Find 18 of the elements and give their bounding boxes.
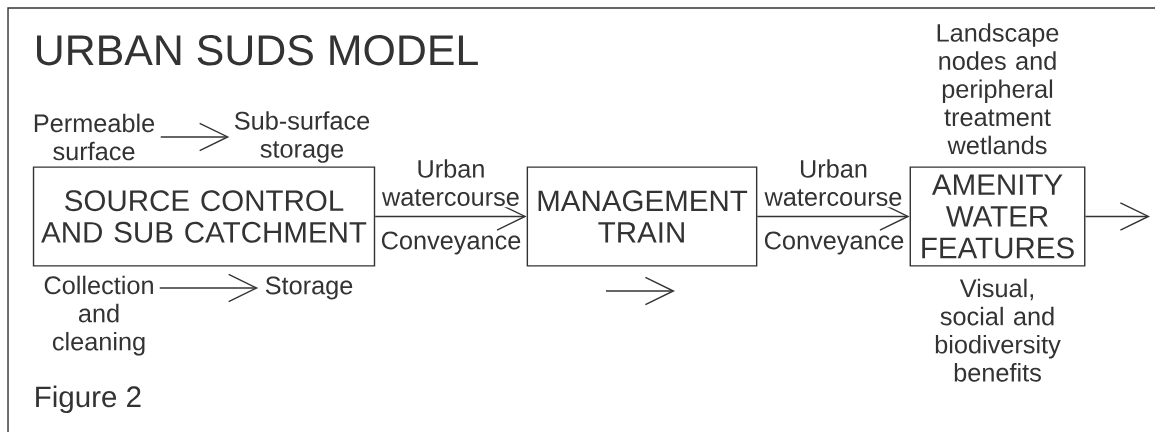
note-text: Landscape nodes and peripheral treatment wetlands <box>937 23 1059 155</box>
arrow <box>159 273 259 303</box>
flow-text: Collection and cleaning <box>44 275 153 356</box>
process-box: SOURCE CONTROL AND SUB CATCHMENT <box>32 166 376 267</box>
line-label: Conveyance <box>381 231 521 255</box>
note-text: Visual, social and biodiversity benefits <box>935 278 1061 382</box>
flow-text: Sub-surface storage <box>234 111 370 163</box>
process-box: AMENITY WATER FEATURES <box>909 166 1086 267</box>
line-label: Conveyance <box>764 231 904 255</box>
process-box: MANAGEMENT TRAIN <box>526 166 758 267</box>
edge-label: Urban watercourse <box>381 159 519 206</box>
arrow <box>1084 202 1150 231</box>
caption: Figure 2 <box>36 385 141 414</box>
flow-text: Permeable surface <box>34 113 155 161</box>
title: URBAN SUDS MODEL <box>37 35 478 66</box>
flow-text: Storage <box>265 276 353 300</box>
arrow <box>160 122 230 152</box>
edge-label: Urban watercourse <box>764 159 902 206</box>
